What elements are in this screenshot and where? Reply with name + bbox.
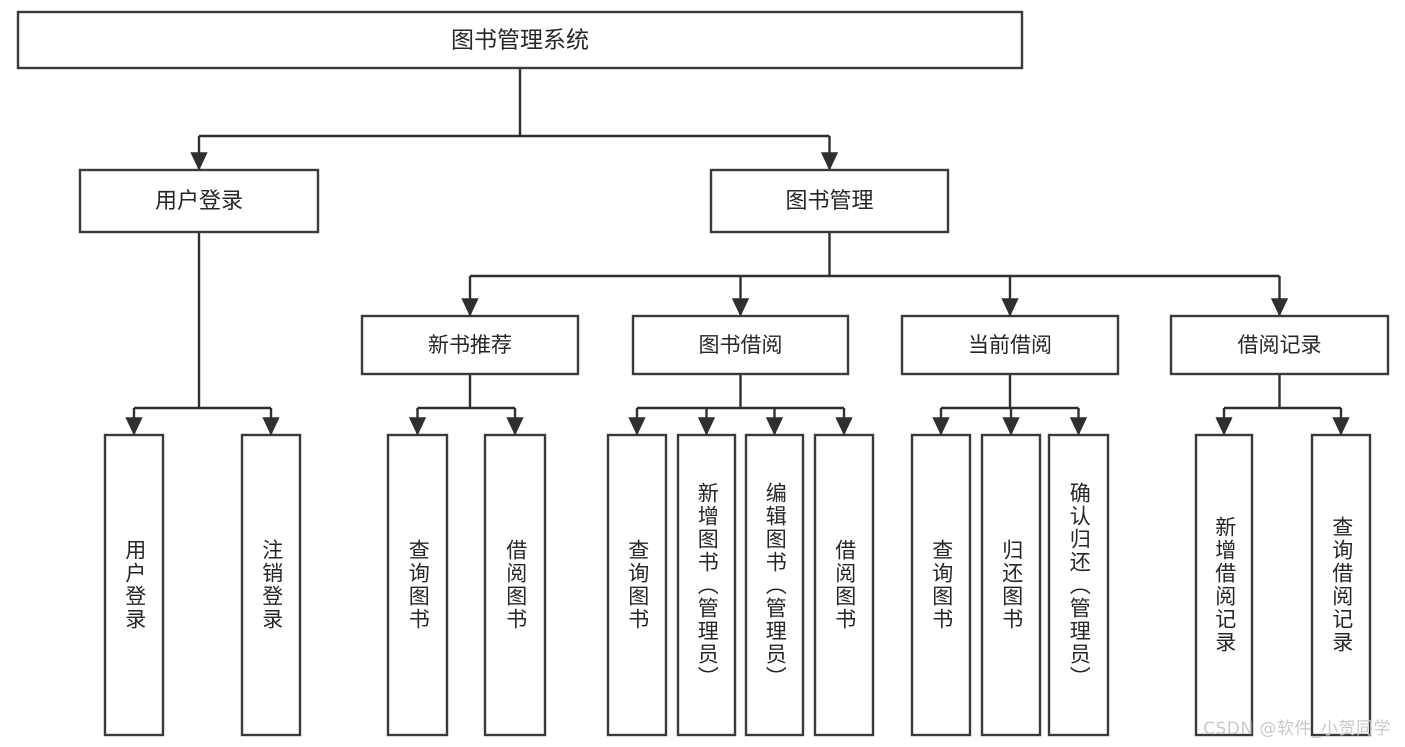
node-box-current-borrow[interactable] [900,314,1120,376]
watermark-text: CSDN @软件_小贺同学 [1203,719,1391,739]
node-box-leaf-query-borrow-record[interactable] [1310,433,1372,737]
node-box-leaf-add-borrow-record[interactable] [1194,433,1254,737]
node-box-root[interactable] [16,10,1024,70]
node-box-leaf-add-book[interactable] [676,433,737,737]
node-label-book-borrow: 图书借阅 [699,333,783,357]
node-box-leaf-confirm-return[interactable] [1047,433,1110,737]
node-box-leaf-borrow-book-1[interactable] [483,433,547,737]
node-box-borrow-record[interactable] [1169,314,1390,376]
node-label-current-borrow: 当前借阅 [968,333,1052,357]
node-label-book-manage: 图书管理 [785,189,873,214]
node-label-user-login: 用户登录 [155,189,243,214]
node-box-leaf-return-book[interactable] [980,433,1042,737]
node-box-leaf-user-logout[interactable] [240,433,302,737]
node-box-user-login[interactable] [78,168,320,234]
node-box-leaf-query-book-3[interactable] [910,433,972,737]
node-box-leaf-query-book-1[interactable] [386,433,449,737]
node-label-borrow-record: 借阅记录 [1238,333,1322,357]
edge-group [125,68,1350,436]
node-box-new-book-recommend[interactable] [360,314,580,376]
node-box-leaf-user-login[interactable] [103,433,165,737]
node-label-root: 图书管理系统 [451,28,589,54]
node-box-book-borrow[interactable] [631,314,850,376]
node-box-book-manage[interactable] [709,168,950,234]
node-box-leaf-edit-book[interactable] [744,433,805,737]
node-box-leaf-borrow-book-2[interactable] [813,433,875,737]
node-label-new-book-recommend: 新书推荐 [428,333,512,357]
node-box-leaf-query-book-2[interactable] [606,433,668,737]
